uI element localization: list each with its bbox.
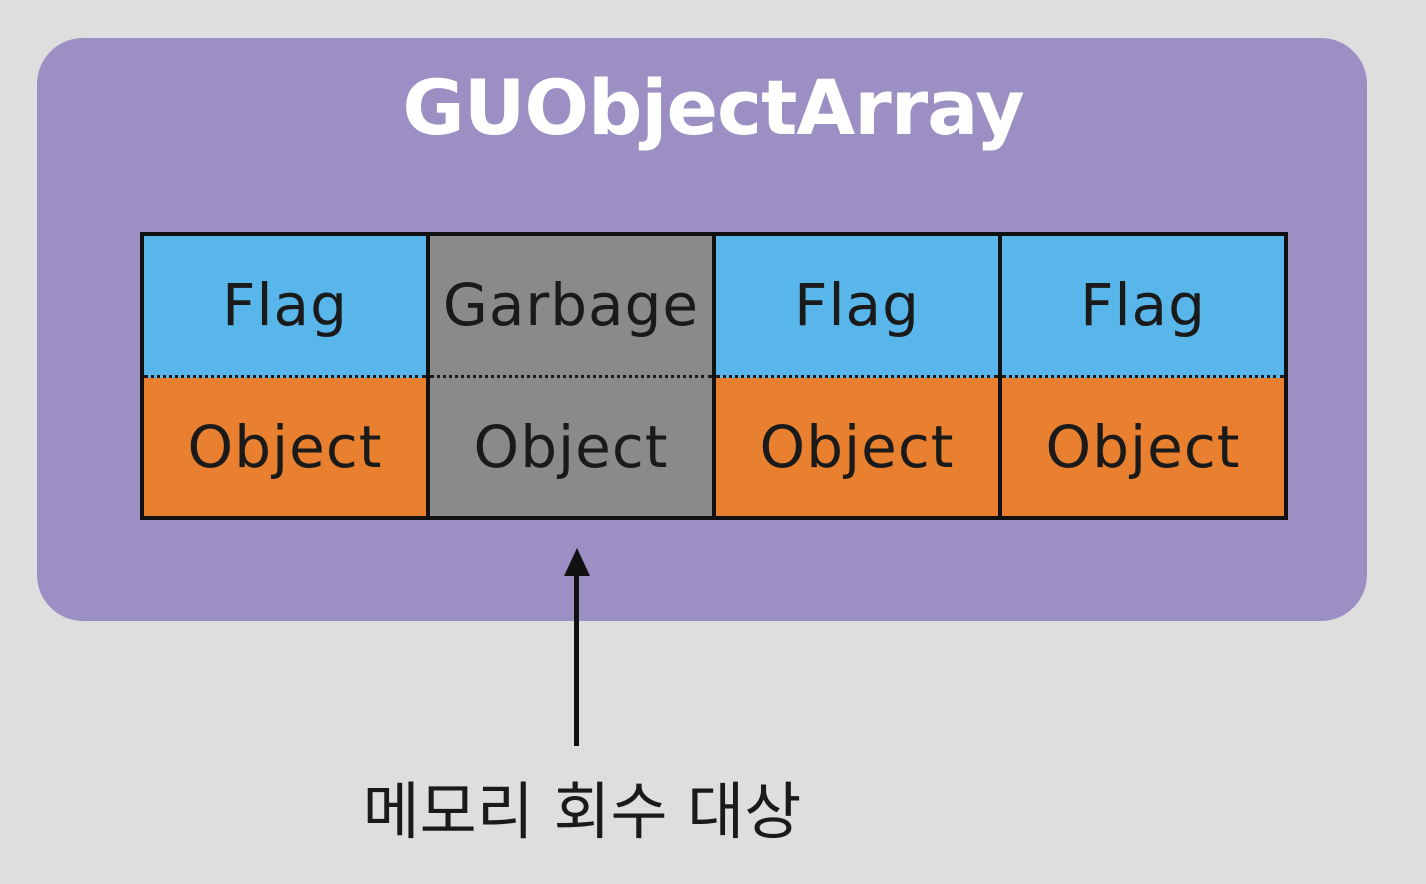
arrow-shaft [574, 566, 579, 746]
array-slot-2: Garbage Object [430, 236, 716, 516]
flag-cell: Flag [1002, 236, 1284, 378]
flag-cell: Flag [716, 236, 998, 378]
garbage-flag-cell: Garbage [430, 236, 712, 378]
garbage-object-cell: Object [430, 377, 712, 516]
array-slot-4: Flag Object [1002, 236, 1284, 516]
object-array: Flag Object Garbage Object Flag Object F… [140, 232, 1288, 520]
object-cell: Object [716, 377, 998, 516]
array-slot-3: Flag Object [716, 236, 1002, 516]
flag-cell: Flag [144, 236, 426, 378]
gc-target-caption: 메모리 회수 대상 [362, 775, 802, 848]
diagram-title: GUObjectArray [402, 63, 1024, 152]
array-slot-1: Flag Object [144, 236, 430, 516]
object-cell: Object [144, 377, 426, 516]
object-cell: Object [1002, 377, 1284, 516]
